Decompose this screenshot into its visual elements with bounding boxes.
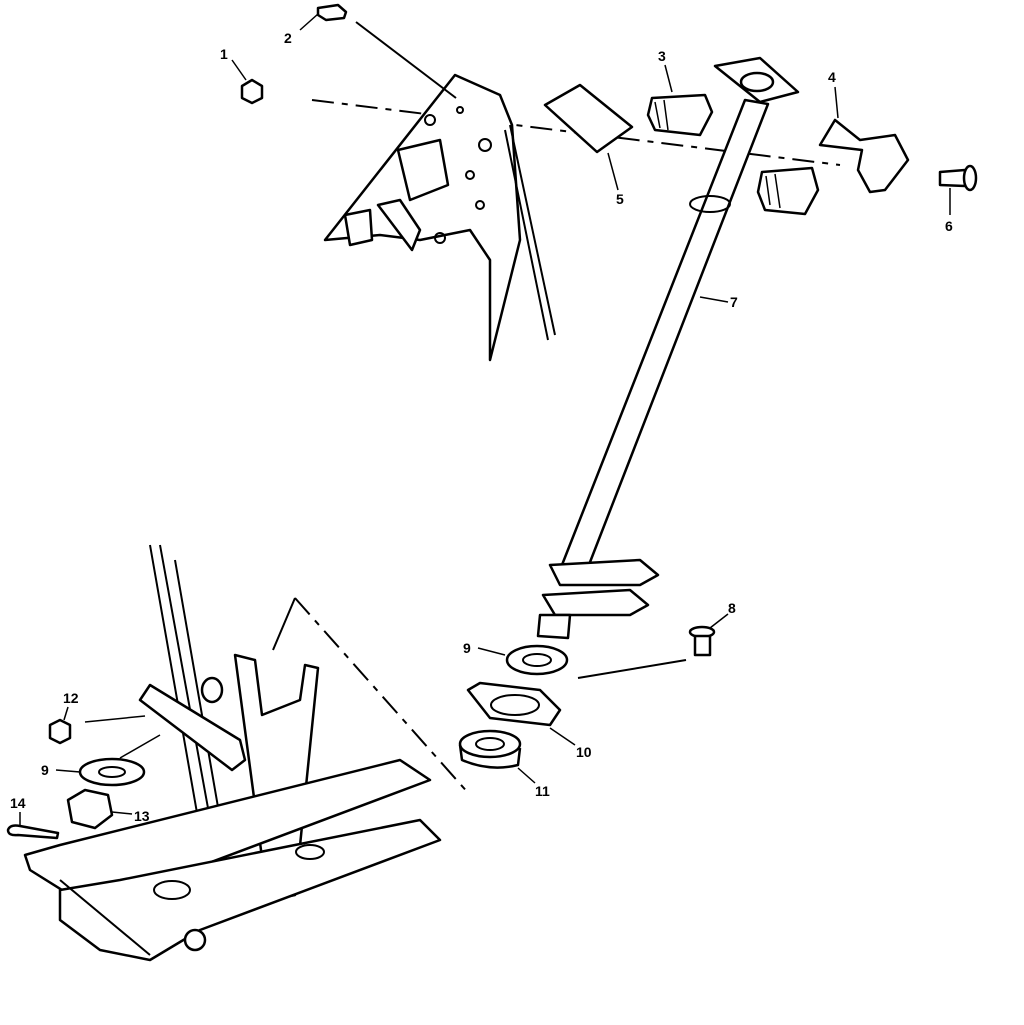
callout-4: 4 — [828, 69, 836, 85]
callout-3: 3 — [658, 48, 666, 64]
part-3-bushing — [646, 64, 714, 137]
part-2-bolt — [299, 3, 457, 99]
part-11-ring — [458, 729, 536, 784]
callout-9-upper: 9 — [463, 640, 471, 656]
part-9-washer-lower — [55, 734, 161, 787]
callout-7: 7 — [730, 294, 738, 310]
callout-11: 11 — [535, 783, 550, 799]
part-5-plate — [543, 83, 634, 154]
dash-panel — [323, 73, 556, 362]
part-7-steering-column — [536, 56, 800, 640]
callout-5: 5 — [616, 191, 624, 207]
callout-13: 13 — [134, 808, 150, 824]
part-8-bolt — [688, 613, 729, 657]
part-12-nut — [48, 706, 146, 745]
callout-10: 10 — [576, 744, 592, 760]
part-3-bushing-lower — [756, 166, 820, 216]
callout-8: 8 — [728, 600, 736, 616]
part-14-cotter-pin — [6, 812, 60, 840]
part-10-flange — [466, 681, 576, 746]
part-6-bolt — [938, 164, 978, 215]
part-13-nut — [66, 788, 133, 830]
callout-9-lower: 9 — [41, 762, 49, 778]
part-1-nut — [231, 59, 264, 105]
callout-14: 14 — [10, 795, 26, 811]
axis-leader — [272, 597, 296, 651]
part-9-washer — [477, 644, 569, 676]
part-4-clamp — [818, 86, 910, 194]
callout-1: 1 — [220, 46, 228, 62]
bolt-leader — [577, 659, 687, 679]
lower-frame — [23, 544, 442, 962]
callout-6: 6 — [945, 218, 953, 234]
callout-12: 12 — [63, 690, 79, 706]
callout-2: 2 — [284, 30, 292, 46]
